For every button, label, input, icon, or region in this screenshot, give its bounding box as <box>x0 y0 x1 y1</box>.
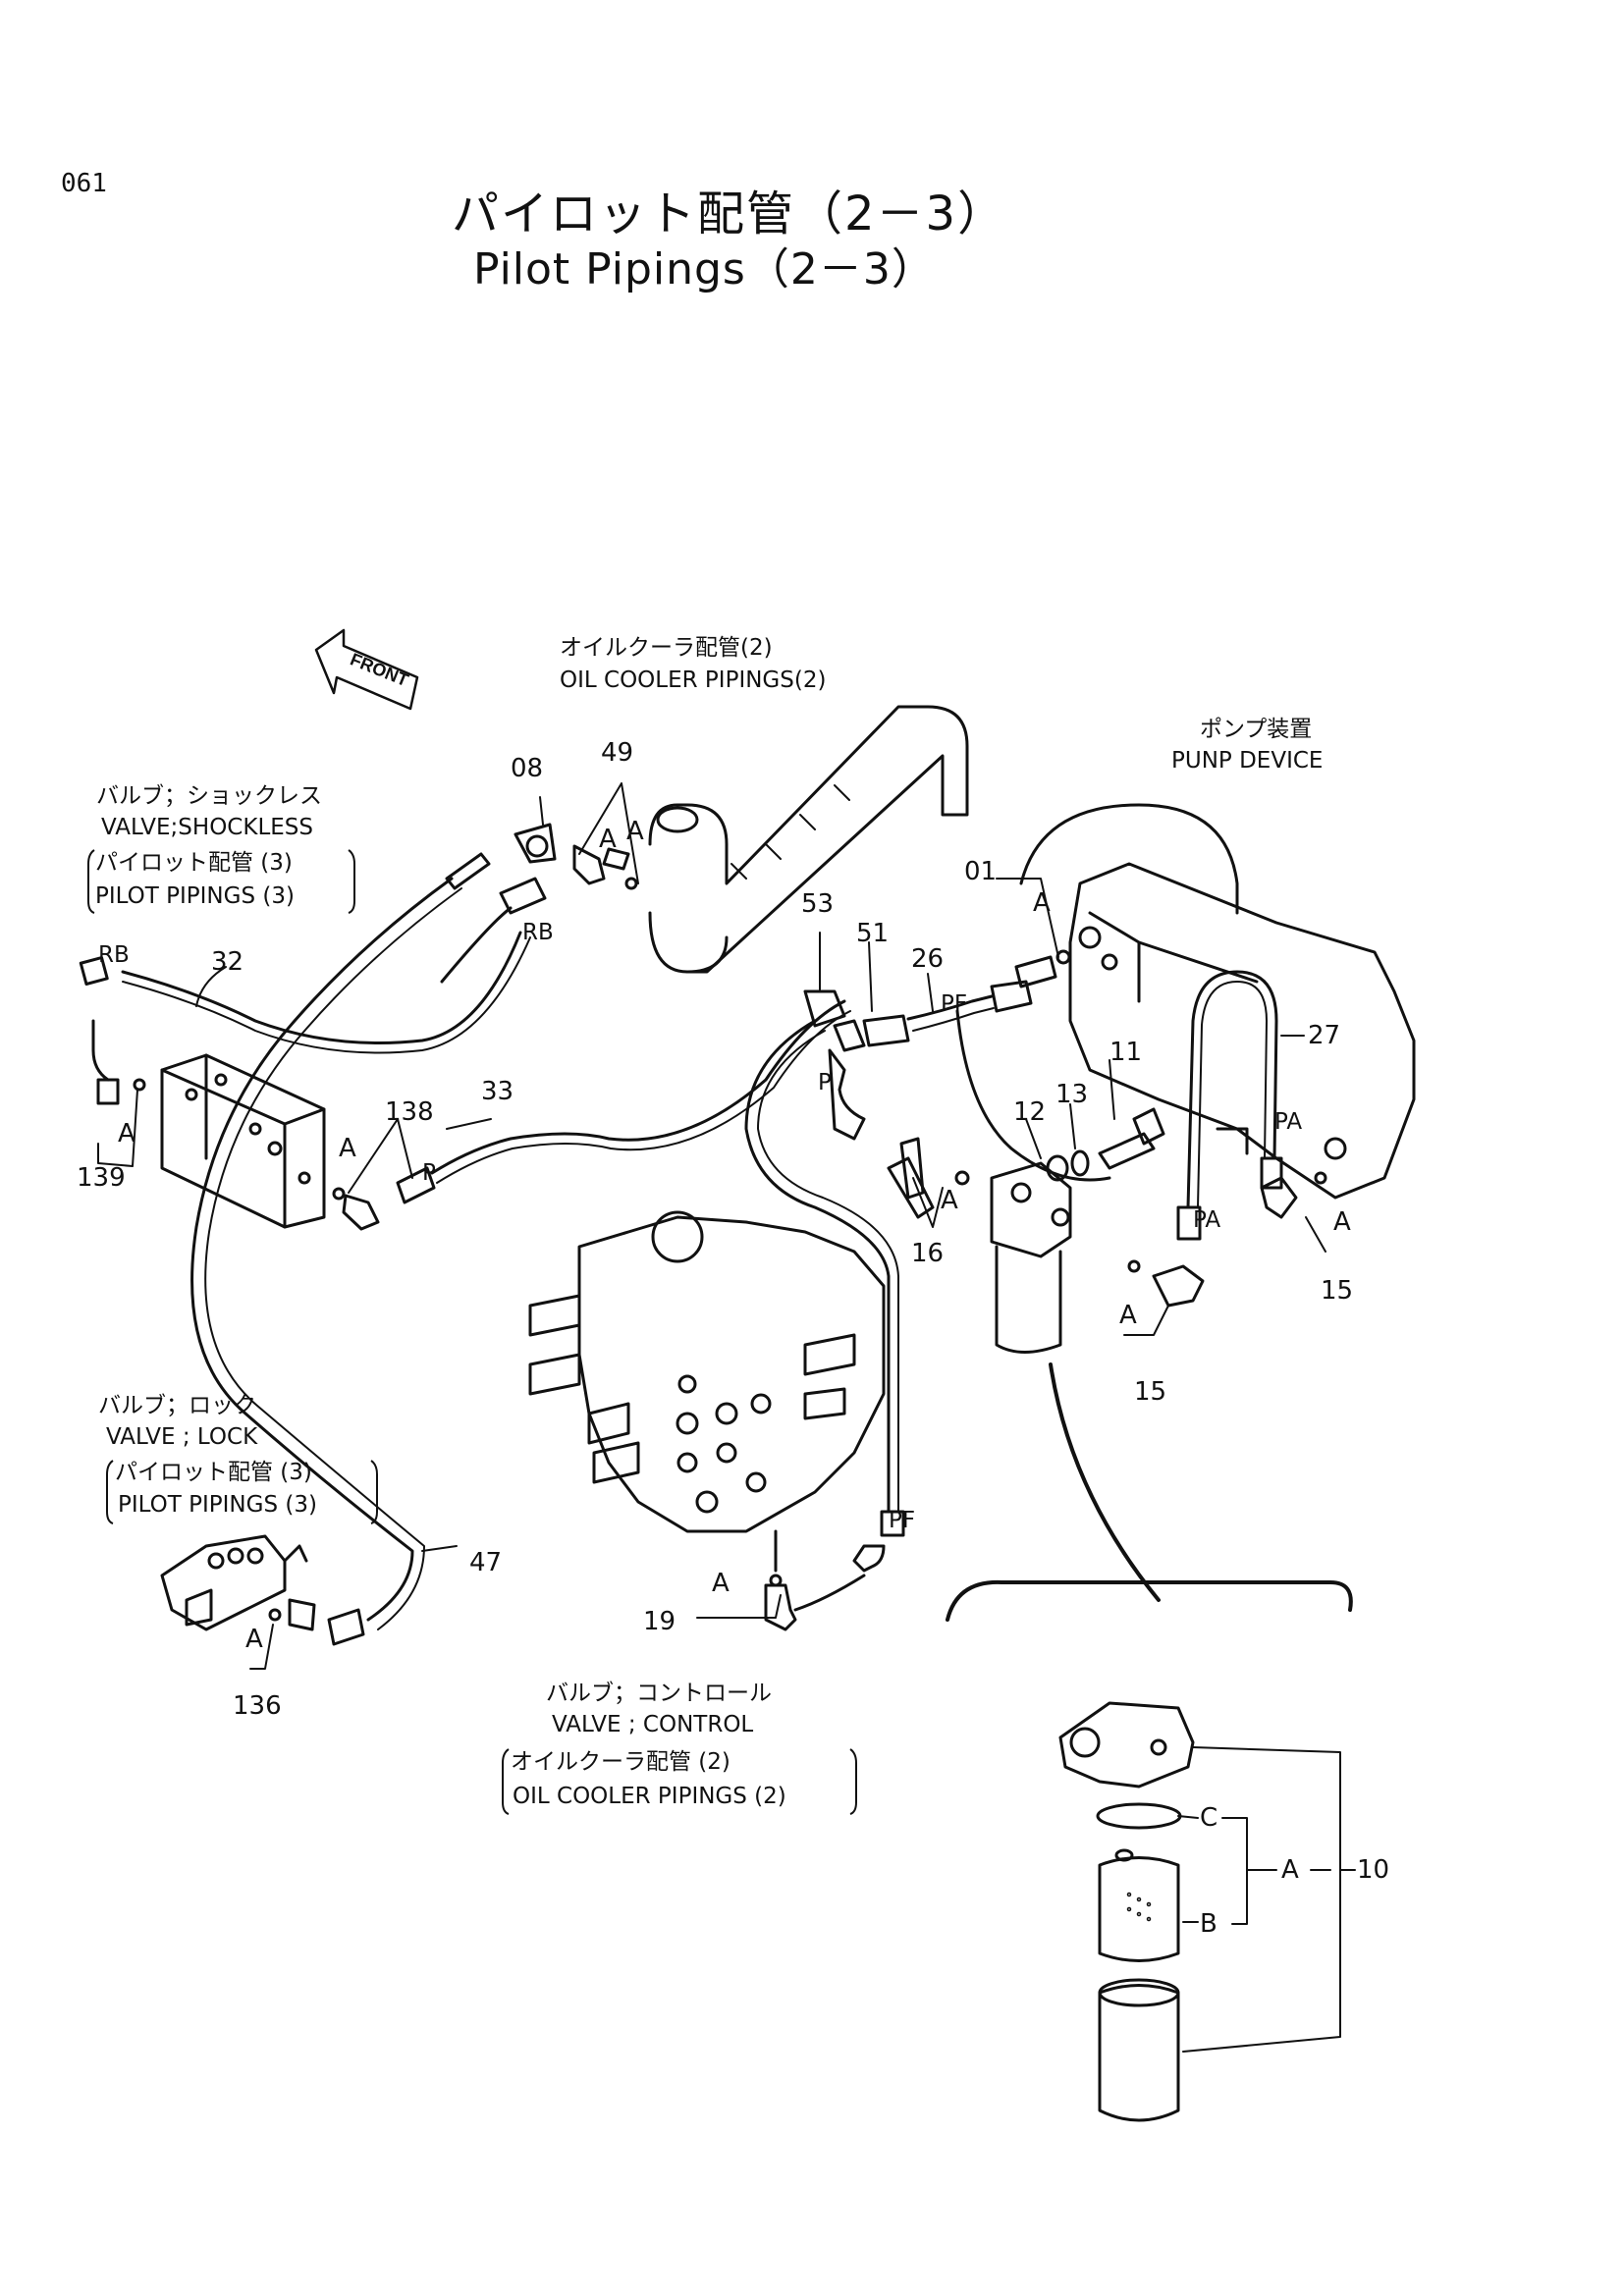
valve-lock-jp: バルブ；ロック <box>98 1393 256 1418</box>
port-rb-left: RB <box>98 942 130 968</box>
valve-shockless-en: VALVE;SHOCKLESS <box>101 815 313 840</box>
marker-a-01: A <box>1033 888 1051 918</box>
callout-16: 16 <box>911 1239 945 1268</box>
port-pa-upper: PA <box>1274 1109 1303 1135</box>
callout-27: 27 <box>1308 1021 1341 1050</box>
callout-139: 139 <box>77 1163 126 1193</box>
fitting-pa-top <box>1260 1156 1283 1190</box>
callout-136: 136 <box>233 1691 282 1721</box>
valve-shockless-ref-en: PILOT PIPINGS (3) <box>95 883 295 909</box>
marker-a-138: A <box>339 1134 356 1163</box>
pipe-33 <box>430 999 846 1175</box>
shockless-valve-block <box>160 1053 326 1229</box>
valve-control-ref-jp: オイルクーラ配管 (2) <box>511 1749 730 1775</box>
port-pa-lower: PA <box>1193 1207 1221 1233</box>
callout-19: 19 <box>643 1607 676 1636</box>
port-p-shockless: P <box>422 1160 436 1186</box>
valve-shockless-jp: バルブ；ショックレス <box>96 783 322 809</box>
callout-12: 12 <box>1013 1097 1047 1127</box>
callout-b-element: B <box>1200 1909 1217 1939</box>
callout-51: 51 <box>856 919 890 948</box>
port-rb-upper: RB <box>522 920 554 945</box>
marker-a-15-right: A <box>1333 1207 1351 1237</box>
valve-lock-ref-en: PILOT PIPINGS (3) <box>118 1492 317 1518</box>
callout-33: 33 <box>481 1077 514 1106</box>
page-title-en: Pilot Pipings（2－3） <box>473 244 936 294</box>
callout-15-right: 15 <box>1321 1276 1354 1306</box>
valve-lock-ref-jp: パイロット配管 (3) <box>115 1460 312 1485</box>
callout-11: 11 <box>1109 1038 1143 1067</box>
callout-10: 10 <box>1357 1855 1390 1885</box>
port-pf-upper: PF <box>941 991 968 1017</box>
oil-cooler-top-jp: オイルクーラ配管(2) <box>560 635 773 661</box>
marker-a-15-lower: A <box>1119 1301 1137 1330</box>
valve-lock-en: VALVE ; LOCK <box>106 1424 258 1450</box>
marker-a-139: A <box>118 1119 135 1148</box>
marker-a-tee: A <box>599 825 617 854</box>
callout-138: 138 <box>385 1097 434 1127</box>
oil-cooler-pipe <box>648 705 969 974</box>
pipe-27 <box>1186 970 1278 1209</box>
page-number: 061 <box>61 169 107 198</box>
valve-control-ref-en: OIL COOLER PIPINGS (2) <box>513 1784 786 1809</box>
callout-26: 26 <box>911 944 945 974</box>
filter-assembly-10 <box>1058 1701 1195 2122</box>
marker-a-136: A <box>245 1625 263 1654</box>
pipe-32 <box>121 931 522 1044</box>
pump-device <box>955 803 1416 1200</box>
callout-32: 32 <box>211 947 244 977</box>
marker-a-49: A <box>626 817 644 846</box>
fitting-pa-bottom <box>1176 1205 1202 1241</box>
callout-c-oring: C <box>1200 1803 1218 1833</box>
pump-device-jp: ポンプ装置 <box>1200 717 1313 742</box>
line-filter <box>990 1161 1072 1354</box>
oil-cooler-top-en: OIL COOLER PIPINGS(2) <box>560 667 827 693</box>
pump-device-en: PUNP DEVICE <box>1171 748 1324 774</box>
callout-08: 08 <box>511 754 544 783</box>
port-pf-lower: PF <box>889 1508 916 1533</box>
valve-shockless-ref-jp: パイロット配管 (3) <box>95 850 293 876</box>
callout-15-lower: 15 <box>1134 1377 1167 1407</box>
pipe-47 <box>190 877 454 1622</box>
control-valve-body <box>528 1210 886 1533</box>
callout-13: 13 <box>1055 1080 1089 1109</box>
port-p-cluster: P <box>818 1070 832 1095</box>
marker-a-16: A <box>941 1186 958 1215</box>
callout-a-assembly: A <box>1281 1855 1299 1885</box>
callout-01: 01 <box>964 857 998 886</box>
valve-control-jp: バルブ；コントロール <box>546 1681 772 1706</box>
valve-control-en: VALVE ; CONTROL <box>552 1712 754 1737</box>
marker-a-19: A <box>712 1569 730 1598</box>
lock-valve <box>160 1534 308 1631</box>
page-title-jp: パイロット配管（2－3） <box>452 187 1007 241</box>
callout-49: 49 <box>601 738 634 768</box>
callout-53: 53 <box>801 889 835 919</box>
callout-47: 47 <box>469 1548 503 1577</box>
